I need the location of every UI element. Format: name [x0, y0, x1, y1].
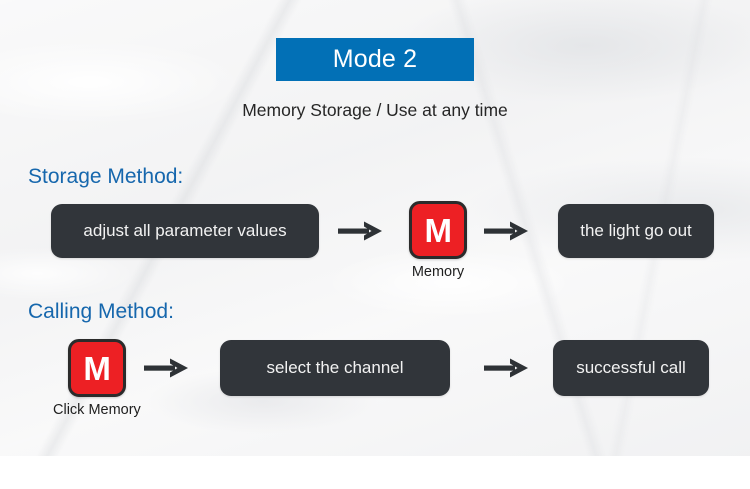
step-the-light-go-out: the light go out [558, 204, 714, 258]
memory-button-calling: M Click Memory [53, 339, 141, 418]
mode-banner: Mode 2 [276, 38, 474, 81]
section-heading-calling-method: Calling Method: [28, 300, 174, 323]
arrow-right-icon [484, 355, 536, 381]
step-label: select the channel [266, 358, 404, 377]
memory-button-storage: M Memory [409, 201, 467, 280]
memory-caption: Click Memory [53, 402, 141, 418]
step-select-the-channel: select the channel [220, 340, 450, 396]
step-label: the light go out [580, 221, 692, 240]
step-label: successful call [576, 358, 686, 377]
bottom-white-strip [0, 456, 750, 489]
section-heading-storage-method: Storage Method: [28, 165, 184, 188]
step-adjust-all-parameter-values: adjust all parameter values [51, 204, 319, 258]
memory-m-icon: M [67, 339, 126, 397]
arrow-right-icon [144, 355, 196, 381]
mode-banner-label: Mode 2 [332, 45, 418, 73]
arrow-right-icon [484, 218, 536, 244]
page-subtitle: Memory Storage / Use at any time [242, 100, 508, 120]
memory-icon-letter: M [424, 211, 453, 249]
step-label: adjust all parameter values [83, 221, 287, 240]
step-successful-call: successful call [553, 340, 709, 396]
memory-icon-letter: M [83, 349, 111, 387]
arrow-right-icon [338, 218, 390, 244]
memory-caption: Memory [411, 264, 465, 280]
memory-m-icon: M [409, 201, 467, 259]
